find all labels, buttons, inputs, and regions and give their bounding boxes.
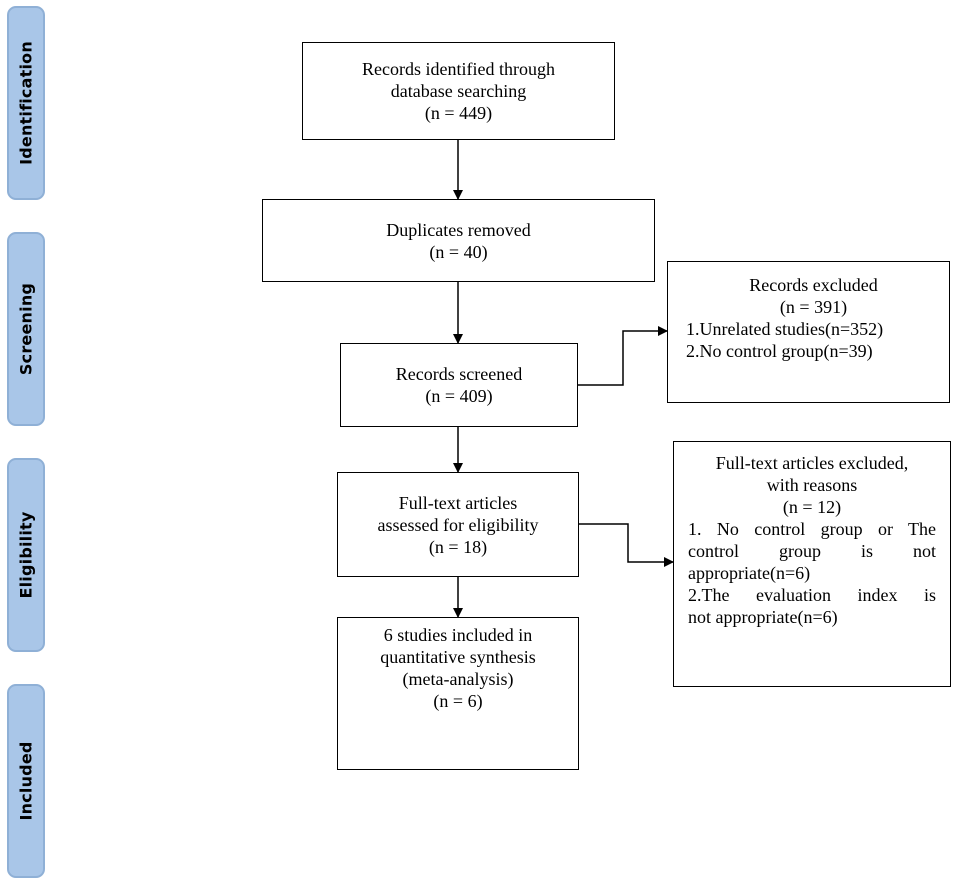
records-excluded-reason-1: 1.Unrelated studies(n=352) xyxy=(686,319,884,339)
fulltext-excluded-title-2: with reasons xyxy=(766,475,858,495)
fulltext-assessed-line1: Full-text articles xyxy=(398,492,518,513)
phase-eligibility: Eligibility xyxy=(7,458,45,652)
studies-included-count: (n = 6) xyxy=(433,691,483,711)
fulltext-excluded-reason-2a: 2.The evaluation index is xyxy=(688,585,936,605)
fulltext-excluded-reason-1a: 1. No control group or The xyxy=(688,519,936,539)
phase-screening: Screening xyxy=(7,232,45,426)
box-duplicates-removed: Duplicates removed (n = 40) xyxy=(262,199,655,282)
box-records-excluded: Records excluded (n = 391) 1.Unrelated s… xyxy=(667,261,950,403)
records-identified-line2: database searching xyxy=(390,81,527,101)
duplicates-removed-count: (n = 40) xyxy=(429,241,488,262)
fulltext-assessed-line2: assessed for eligibility xyxy=(377,514,539,535)
records-screened-label: Records screened xyxy=(395,364,523,384)
phase-identification: Identification xyxy=(7,6,45,200)
records-identified-count: (n = 449) xyxy=(424,103,493,123)
arrow-fulltext-to-fulltext-excluded xyxy=(578,523,674,567)
fulltext-excluded-reason-1b: control group is not xyxy=(688,541,936,561)
box-records-identified: Records identified through database sear… xyxy=(302,42,615,140)
box-fulltext-excluded: Full-text articles excluded, with reason… xyxy=(673,441,951,687)
records-excluded-title: Records excluded xyxy=(749,275,878,295)
studies-included-line3: (meta-analysis) xyxy=(402,669,514,689)
box-studies-included: 6 studies included in quantitative synth… xyxy=(337,617,579,770)
records-identified-line1: Records identified through xyxy=(362,59,555,79)
phase-included: Included xyxy=(7,684,45,878)
arrow-screened-to-records-excluded xyxy=(578,326,668,386)
studies-included-line1: 6 studies included in xyxy=(383,625,533,645)
box-fulltext-assessed: Full-text articles assessed for eligibil… xyxy=(337,472,579,577)
fulltext-excluded-reason-2b: not appropriate(n=6) xyxy=(688,607,838,627)
records-screened-count: (n = 409) xyxy=(425,386,493,406)
studies-included-line2: quantitative synthesis xyxy=(380,647,536,667)
box-records-screened: Records screened (n = 409) xyxy=(340,343,578,427)
records-excluded-reason-2: 2.No control group(n=39) xyxy=(686,341,873,361)
fulltext-excluded-title-1: Full-text articles excluded, xyxy=(715,453,909,473)
fulltext-excluded-reason-1c: appropriate(n=6) xyxy=(688,563,811,583)
fulltext-excluded-count: (n = 12) xyxy=(782,497,842,517)
records-excluded-count: (n = 391) xyxy=(779,297,848,317)
fulltext-assessed-count: (n = 18) xyxy=(428,536,488,557)
duplicates-removed-label: Duplicates removed xyxy=(386,219,531,240)
